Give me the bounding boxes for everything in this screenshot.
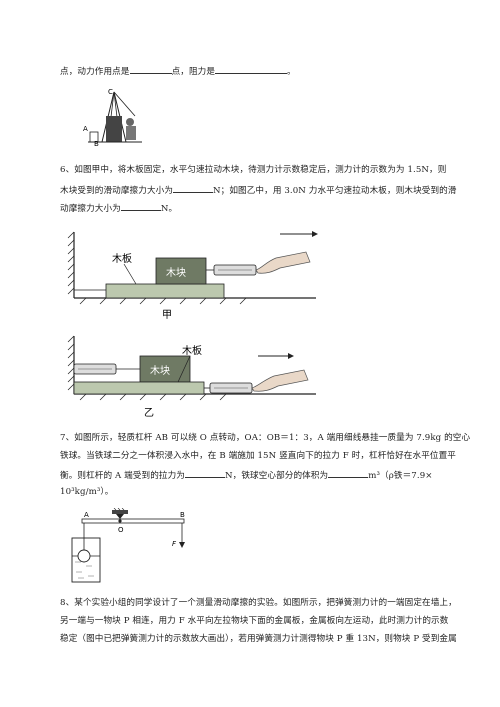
yi-hand xyxy=(251,369,309,392)
q5-blank-1[interactable] xyxy=(129,64,172,74)
q5-text-line: 点，动力作用点是点，阻力是。 xyxy=(60,64,296,78)
yi-board-label: 木板 xyxy=(182,344,202,357)
lever-label-a: A xyxy=(84,511,89,519)
yi-board xyxy=(73,381,205,395)
q7-text-line-2: 铁球。当铁球二分之一体积浸入水中，在 B 端施加 15N 竖直向下的拉力 F 时… xyxy=(60,451,456,461)
q5-label-b: B xyxy=(94,140,99,146)
lever-label-o: O xyxy=(118,526,124,534)
q5-blank-2[interactable] xyxy=(215,64,288,74)
q6-blank-1[interactable] xyxy=(173,183,214,193)
water-beaker xyxy=(71,537,101,583)
jia-caption: 甲 xyxy=(162,310,172,320)
force-label-f: F xyxy=(172,540,177,548)
jia-hand xyxy=(255,251,311,274)
lever-label-b: B xyxy=(180,511,185,519)
q7-lever-figure: A O B F xyxy=(71,508,185,583)
q5-label-a: A xyxy=(83,125,88,133)
q7-blank-2[interactable] xyxy=(328,468,369,478)
yi-block-label: 木块 xyxy=(150,365,170,377)
iron-ball xyxy=(77,549,91,563)
lever-bar xyxy=(81,518,185,524)
jia-block xyxy=(155,257,207,285)
q7-text-line-1: 7、如图所示，轻质杠杆 AB 可以绕 O 点转动，OA：OB＝1：3，A 端用细… xyxy=(60,433,471,443)
q7-text-line-4: 10³kg/m³）。 xyxy=(60,487,114,497)
q6-figure-yi: 木块 木板 乙 xyxy=(67,335,316,419)
q6-blank-2[interactable] xyxy=(120,201,161,211)
q7-blank-1[interactable] xyxy=(185,468,225,478)
yi-caption: 乙 xyxy=(144,407,154,419)
q5-lever-figure: C A B xyxy=(80,86,150,146)
yi-block xyxy=(139,355,191,383)
q8-text-line-2: 另一端与一物块 P 相连，用力 F 水平向左拉物块下面的金属板，金属板向左运动，… xyxy=(60,616,449,626)
jia-board xyxy=(105,283,225,299)
q6-figure-jia: 木板 木块 甲 xyxy=(67,231,318,320)
jia-board-label: 木板 xyxy=(112,252,132,265)
q8-text-line-1: 8、某个实验小组的同学设计了一个测量滑动摩擦的实验。如图所示，把弹簧测力计的一端… xyxy=(60,598,457,608)
q5-label-c: C xyxy=(108,88,113,96)
q8-text-line-3: 稳定（图中已把弹簧测力计的示数放大画出），若用弹簧测力计测得物块 P 重 13N… xyxy=(60,634,457,644)
jia-block-label: 木块 xyxy=(166,267,186,279)
q6-text-line-1: 6、如图甲中，将木板固定，水平匀速拉动木块，待测力计示数稳定后，测力计的示数为为… xyxy=(60,165,447,175)
